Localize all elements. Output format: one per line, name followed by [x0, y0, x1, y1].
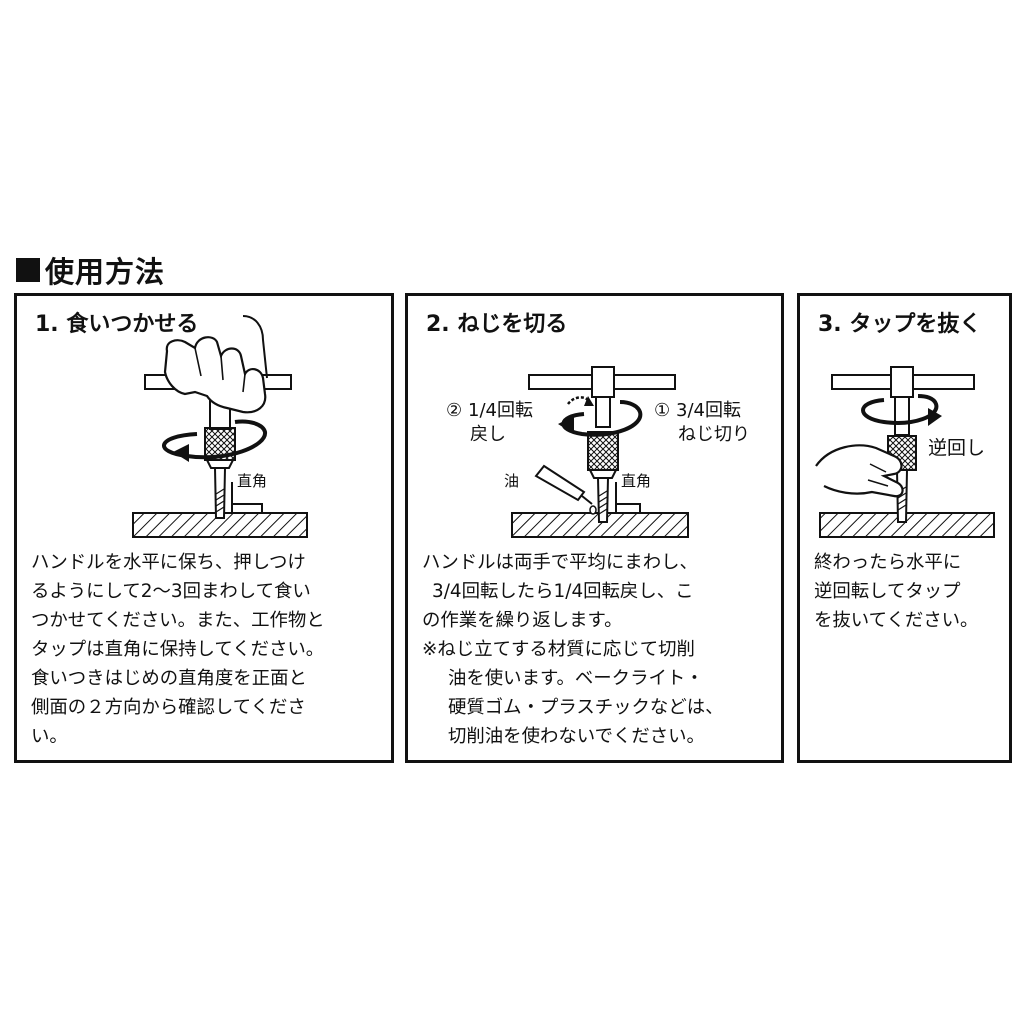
oil-label: 油 — [504, 472, 519, 490]
right-angle-label: 直角 — [621, 472, 651, 490]
step2-num: ② — [446, 400, 462, 421]
step-2-description: ハンドルは両手で平均にまわし、 3/4回転したら1/4回転戻し、こ の作業を繰り… — [422, 548, 775, 751]
right-angle-label: 直角 — [237, 472, 267, 490]
text-line: 油を使います。ベークライト・ — [448, 668, 704, 689]
step1-action: ねじ切り — [678, 424, 750, 445]
step-3-description: 終わったら水平に 逆回転してタップ を抜いてください。 — [814, 548, 1003, 635]
step-3-panel: 3. タップを抜く 逆回し 終わったら水平に 逆回転してタップ を抜いてください… — [797, 293, 1012, 763]
text-line: 終わったら水平に — [814, 552, 962, 573]
text-line: タップは直角に保持してください。 — [31, 639, 325, 660]
step1-value: 3/4回転 — [676, 400, 741, 421]
text-line: 3/4回転したら1/4回転戻し、こ — [432, 581, 694, 602]
step1-num: ① — [654, 400, 670, 421]
text-line: い。 — [31, 726, 68, 747]
square-gauge — [615, 482, 641, 513]
text-line: るようにして2〜3回まわして食い — [31, 581, 311, 602]
step-2-title: 2. ねじを切る — [426, 312, 568, 337]
tap-chuck — [587, 431, 619, 471]
tap-shank — [595, 396, 611, 428]
step-2-illustration: 直角 ② 1/4回転 戻し ① 3/4回転 ねじ切り 油 — [446, 366, 750, 538]
section-title: 使用方法 — [45, 255, 166, 289]
text-line: 硬質ゴム・プラスチックなどは、 — [448, 697, 724, 718]
step-2-panel: 2. ねじを切る 直角 ② 1/4回転 戻し ① 3/4回転 ねじ — [405, 293, 784, 763]
hand — [163, 336, 267, 414]
square-gauge — [231, 482, 263, 513]
reverse-label: 逆回し — [928, 437, 985, 459]
step-3-title: 3. タップを抜く — [818, 312, 982, 337]
tap-shank — [894, 396, 910, 436]
text-line: 逆回転してタップ — [814, 581, 961, 602]
step-1-description: ハンドルを水平に保ち、押しつけ るようにして2〜3回まわして食い つかせてくださ… — [31, 548, 385, 751]
hand — [815, 444, 904, 498]
rotation-arrow — [861, 394, 939, 425]
text-line: ハンドルを水平に保ち、押しつけ — [31, 552, 306, 573]
step-1-panel: 1. 食いつかせる 直角 ハンドルを水平に保ち、押しつ — [14, 293, 394, 763]
text-line: ※ねじ立てする材質に応じて切削 — [422, 639, 695, 660]
oil-can-icon — [534, 464, 586, 502]
text-line: つかせてください。また、工作物と — [31, 610, 325, 631]
text-line: を抜いてください。 — [814, 610, 979, 631]
text-line: の作業を繰り返します。 — [422, 610, 623, 631]
section-heading: 使用方法 — [16, 250, 165, 290]
rotation-arrow — [162, 419, 267, 460]
text-line: ハンドルは両手で平均にまわし、 — [422, 552, 698, 573]
step-3-illustration: 逆回し — [815, 366, 995, 538]
text-line: 側面の２方向から確認してくださ — [31, 697, 306, 718]
step-1-illustration: 直角 — [132, 315, 308, 538]
text-line: 食いつきはじめの直角度を正面と — [31, 668, 307, 689]
step2-value: 1/4回転 — [468, 400, 533, 421]
text-line: 切削油を使わないでください。 — [448, 726, 705, 747]
step-1-title: 1. 食いつかせる — [35, 312, 199, 337]
step2-action: 戻し — [470, 424, 506, 445]
square-bullet-icon — [16, 258, 40, 282]
